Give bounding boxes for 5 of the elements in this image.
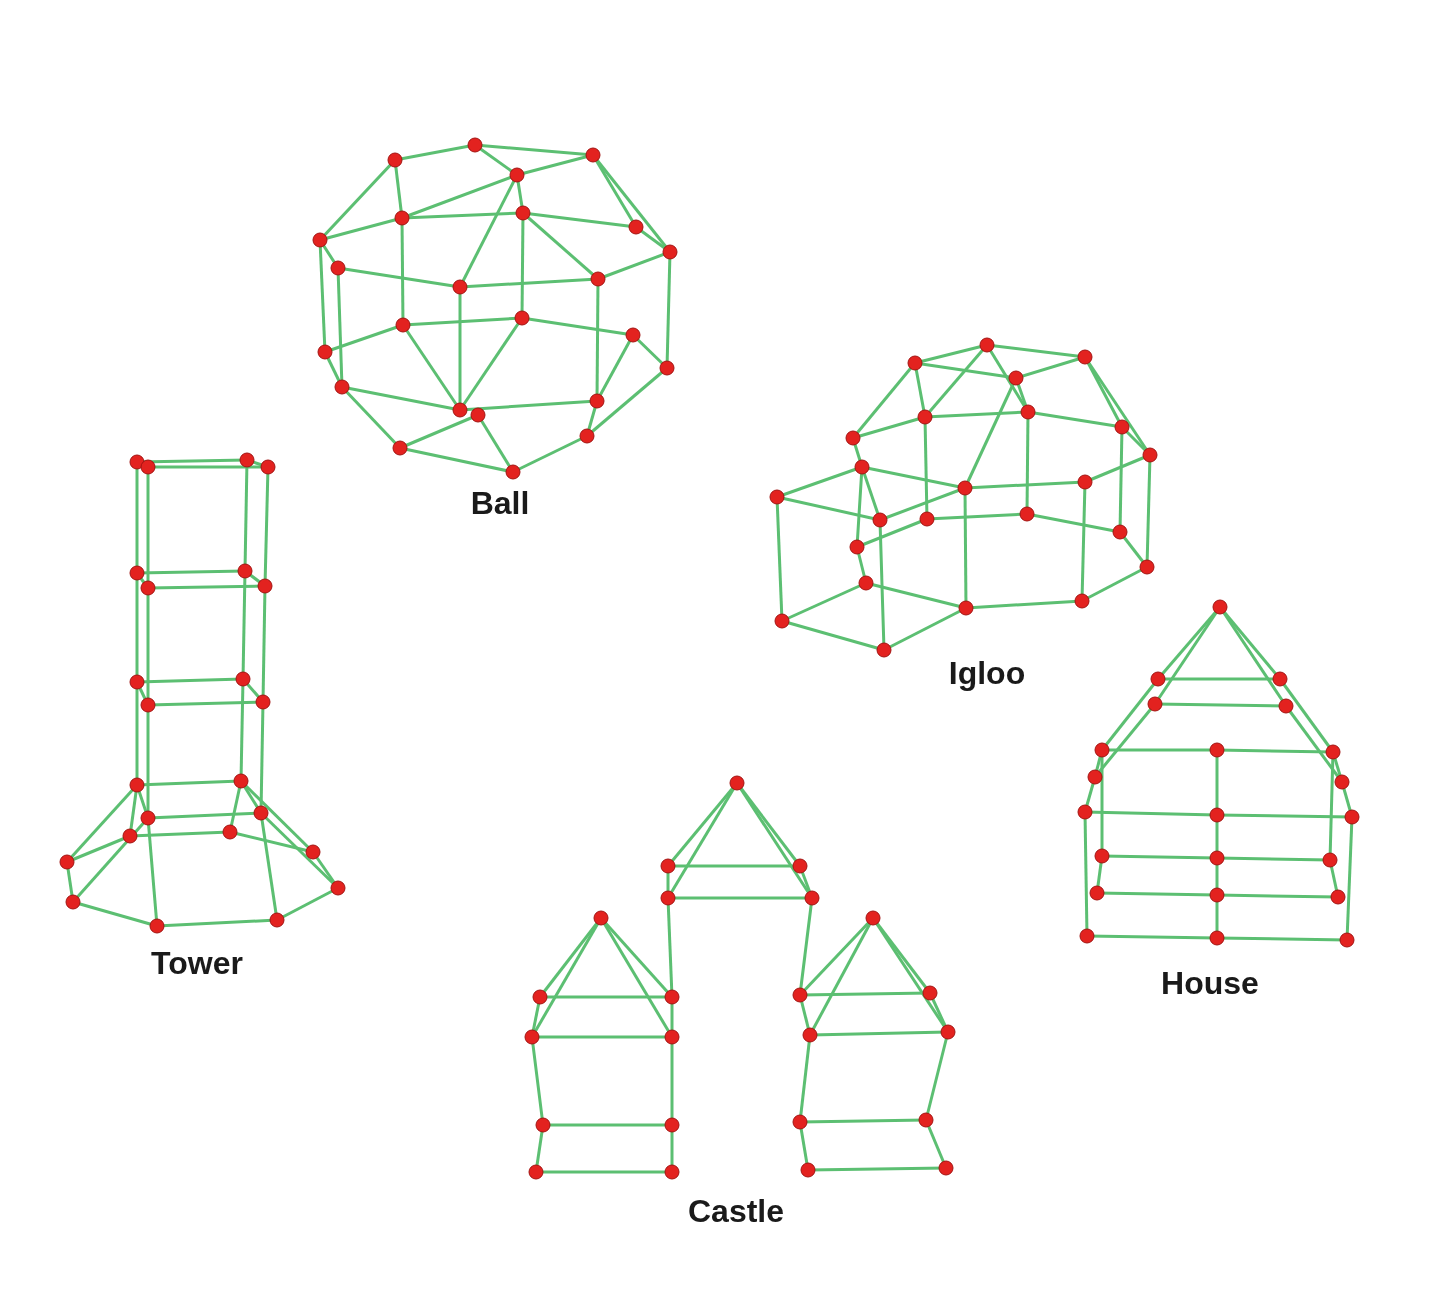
shape-caption: Castle [688, 1195, 784, 1227]
shape-caption: House [1161, 967, 1259, 999]
shape-caption: Ball [470, 487, 530, 519]
shape-caption: Tower [151, 947, 243, 979]
shape-caption: Igloo [948, 657, 1026, 689]
